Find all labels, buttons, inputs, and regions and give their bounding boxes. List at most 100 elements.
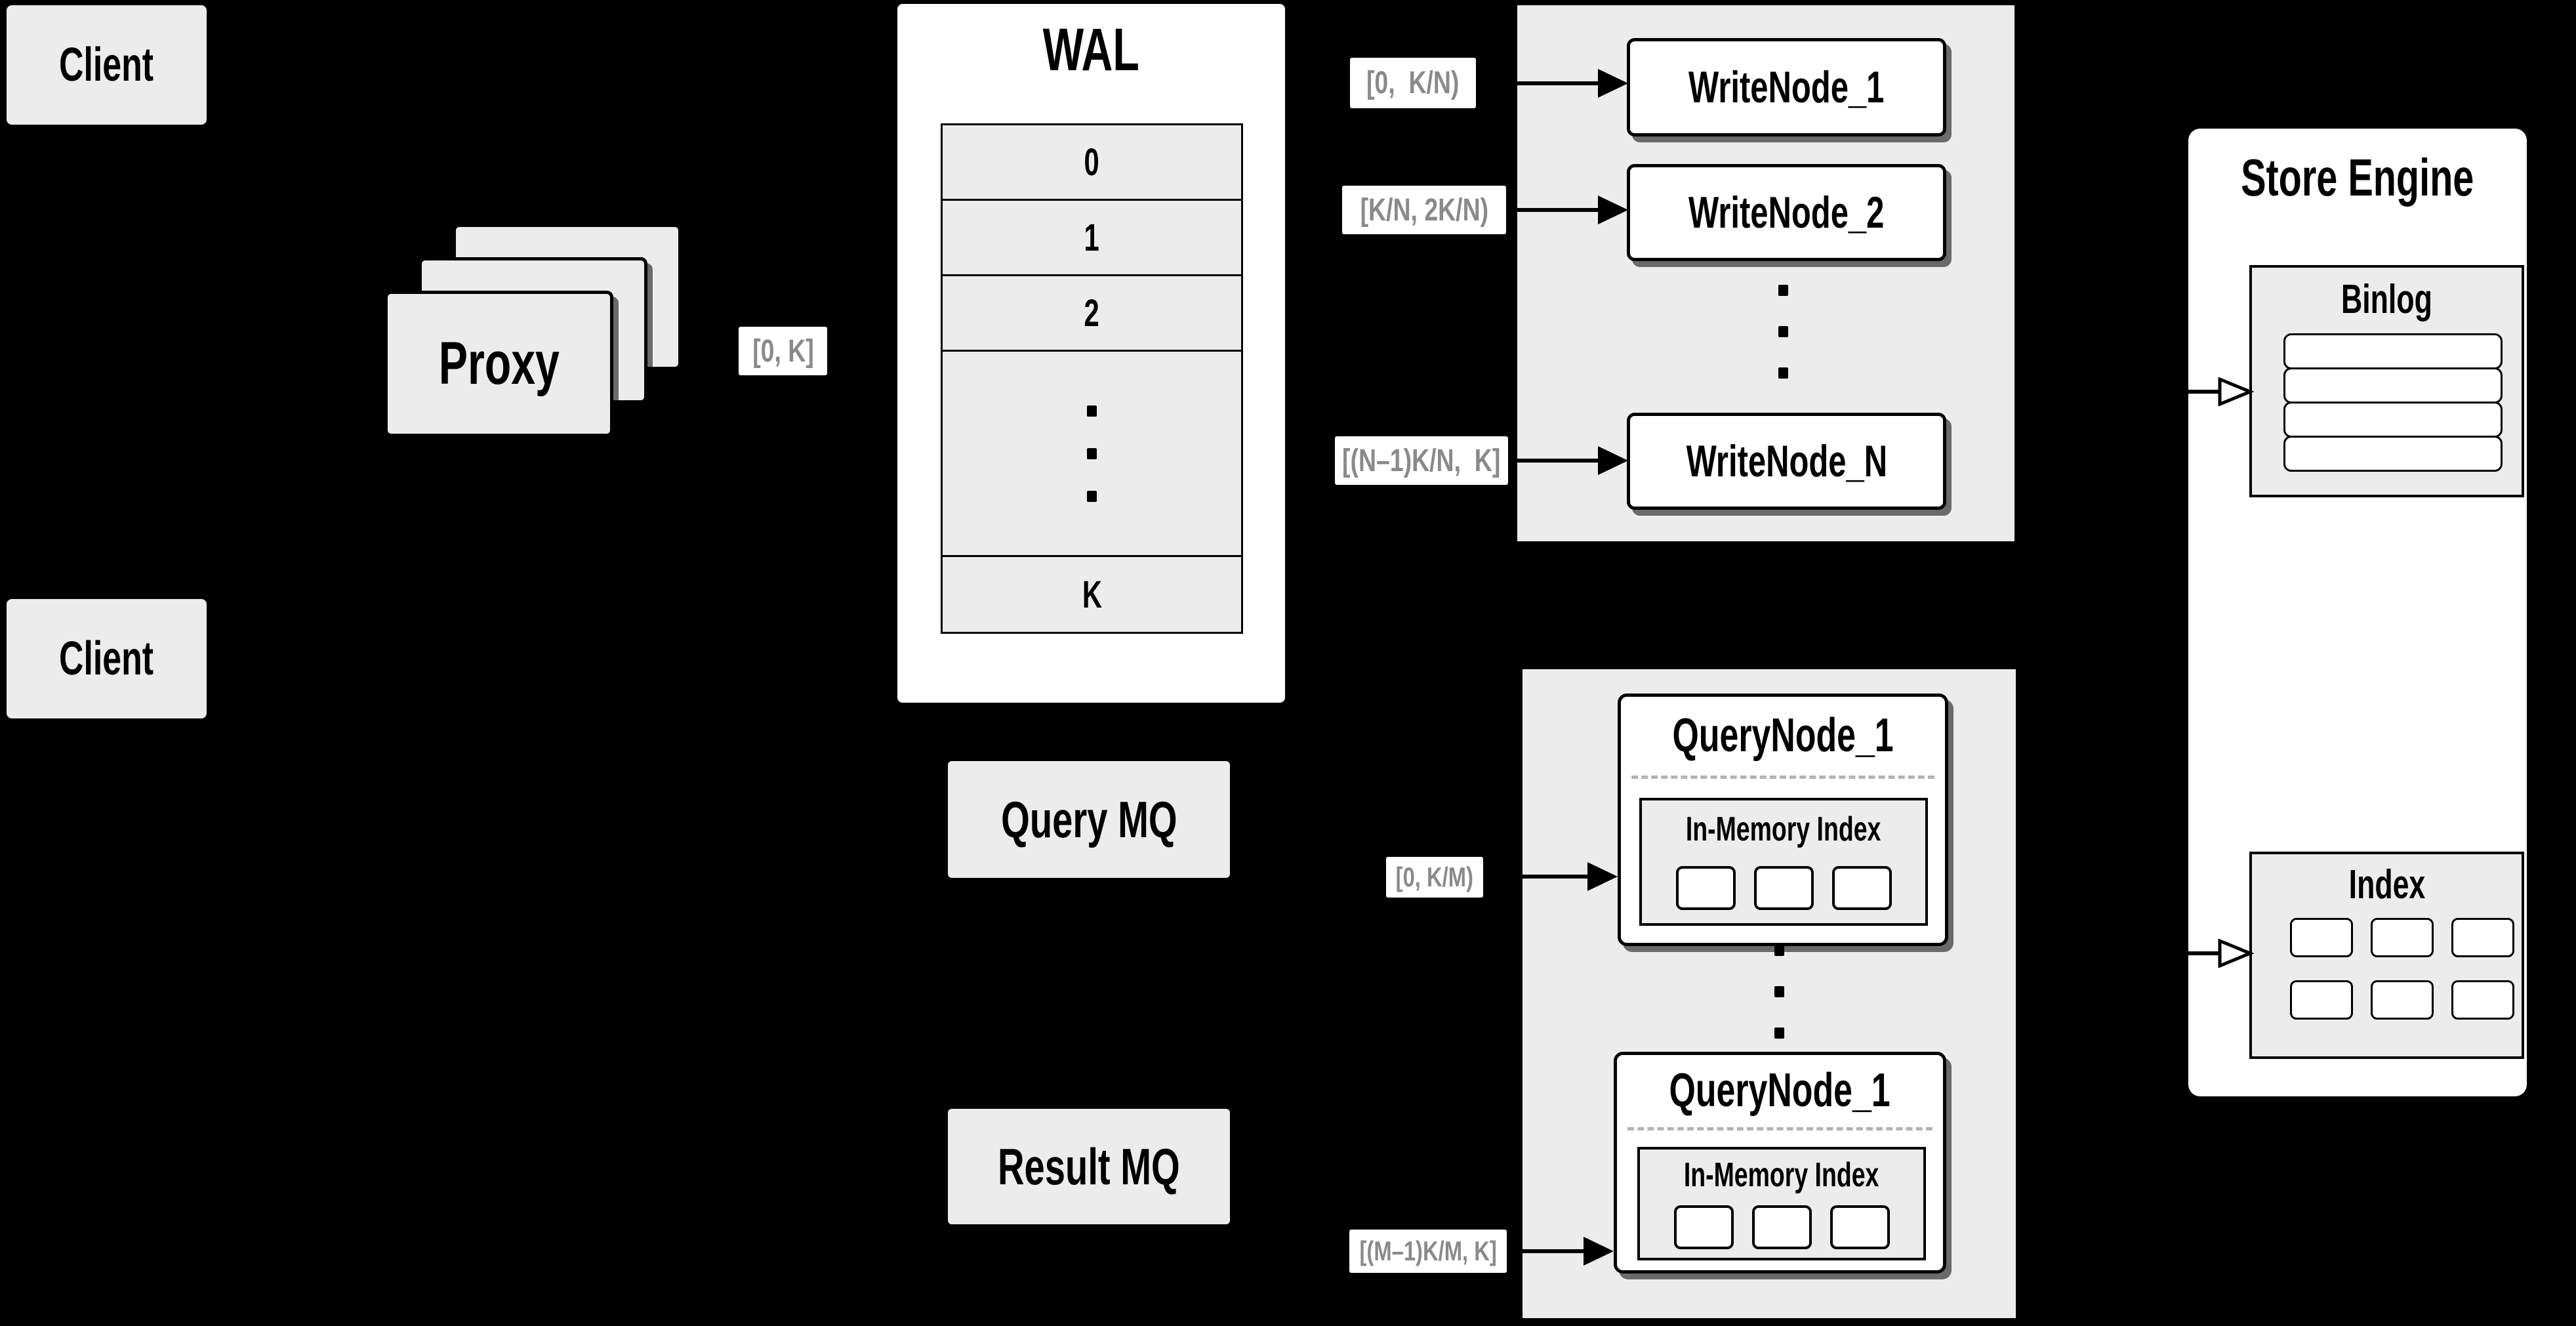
ellipsis-dot xyxy=(1087,447,1097,459)
write-range-text-3: [(N–1)K/N, K] xyxy=(1342,443,1501,478)
query-range-text-2: [(M–1)K/M, K] xyxy=(1359,1235,1497,1266)
client-bottom-label: Client xyxy=(59,632,154,685)
arrowhead-querynode-top-icon xyxy=(1587,862,1618,891)
arrow-to-writenode-2 xyxy=(1506,208,1598,212)
proxy-range-text: [0, K] xyxy=(752,333,814,369)
arrow-to-writenode-n xyxy=(1509,459,1598,463)
write-range-text-1: [0, K/N) xyxy=(1366,66,1460,100)
store-engine-title: Store Engine xyxy=(2241,148,2474,207)
write-node-1-box: WriteNode_1 xyxy=(1627,38,1946,136)
in-memory-title-zone: In-Memory Index xyxy=(1640,1150,1923,1201)
index-cell xyxy=(2371,980,2434,1020)
index-cell xyxy=(2451,918,2514,957)
index-cell xyxy=(2290,918,2353,957)
in-memory-index-bottom-box: In-Memory Index xyxy=(1637,1147,1926,1260)
arrow-to-writenode-1 xyxy=(1476,81,1598,85)
proxy-range-label: [0, K] xyxy=(739,327,827,375)
in-memory-title-zone: In-Memory Index xyxy=(1642,800,1925,858)
query-node-top-title-zone: QueryNode_1 xyxy=(1621,697,1945,774)
wal-title-zone: WAL xyxy=(897,4,1285,96)
write-range-text-2: [K/N, 2K/N) xyxy=(1360,192,1488,228)
binlog-rows xyxy=(2283,333,2503,472)
segment-square xyxy=(1675,865,1736,910)
ellipsis-dot xyxy=(1087,490,1097,502)
segment-square xyxy=(1831,865,1892,910)
query-node-top-box: QueryNode_1 In-Memory Index xyxy=(1618,694,1948,946)
ellipsis-dot xyxy=(1774,945,1784,956)
index-title: Index xyxy=(2348,861,2425,907)
wal-box: WAL 0 1 2 K xyxy=(897,4,1285,703)
store-engine-title-zone: Store Engine xyxy=(2188,129,2527,227)
dashed-divider xyxy=(1631,776,1934,779)
index-cell-row xyxy=(2290,918,2514,957)
hollow-arrow-index-icon xyxy=(2188,939,2254,968)
write-node-n-label: WriteNode_N xyxy=(1686,436,1887,486)
wal-segment-0: 0 xyxy=(1084,140,1100,184)
write-node-1-label: WriteNode_1 xyxy=(1688,62,1885,112)
segment-square xyxy=(1830,1205,1890,1249)
client-bottom-box: Client xyxy=(7,599,207,718)
wal-segment-row: 0 xyxy=(943,125,1241,199)
arrow-to-querynode-top xyxy=(1484,875,1587,879)
arrowhead-writenode-2-icon xyxy=(1598,196,1628,224)
wal-segment-row: 2 xyxy=(943,274,1241,350)
in-memory-index-bottom-title: In-Memory Index xyxy=(1684,1156,1879,1194)
wal-segment-row: 1 xyxy=(943,199,1241,274)
in-memory-index-top-box: In-Memory Index xyxy=(1639,798,1928,926)
arrow-to-querynode-bottom xyxy=(1507,1249,1584,1253)
wal-segment-1: 1 xyxy=(1084,216,1100,259)
write-range-label-2: [K/N, 2K/N) xyxy=(1342,186,1506,234)
segment-square-row xyxy=(1642,858,1925,917)
segment-square xyxy=(1673,1205,1734,1249)
index-cell xyxy=(2371,918,2434,957)
ellipsis-dot xyxy=(1087,405,1097,417)
binlog-row xyxy=(2283,333,2503,369)
query-range-label-2: [(M–1)K/M, K] xyxy=(1349,1230,1507,1273)
binlog-title: Binlog xyxy=(2341,276,2432,322)
write-range-label-1: [0, K/N) xyxy=(1350,58,1476,108)
binlog-row xyxy=(2283,402,2503,438)
wal-segment-k: K xyxy=(1082,573,1102,616)
client-top-label: Client xyxy=(59,39,154,91)
write-node-2-label: WriteNode_2 xyxy=(1688,188,1885,238)
ellipsis-dot xyxy=(1778,326,1788,337)
wal-segment-2: 2 xyxy=(1084,291,1100,335)
ellipsis-dot xyxy=(1774,986,1784,997)
index-cell xyxy=(2451,980,2514,1020)
index-cell-row xyxy=(2290,980,2514,1020)
query-node-bottom-title-zone: QueryNode_1 xyxy=(1617,1055,1943,1126)
result-mq-box: Result MQ xyxy=(948,1109,1230,1224)
query-mq-label: Query MQ xyxy=(1000,790,1177,848)
wal-segment-table: 0 1 2 K xyxy=(941,123,1243,634)
arrowhead-writenode-n-icon xyxy=(1598,446,1628,475)
proxy-label: Proxy xyxy=(438,330,560,397)
in-memory-index-top-title: In-Memory Index xyxy=(1686,810,1881,848)
index-title-zone: Index xyxy=(2252,854,2522,915)
segment-square xyxy=(1753,865,1814,910)
hollow-arrow-binlog-icon xyxy=(2188,377,2254,406)
index-box: Index xyxy=(2249,852,2524,1059)
proxy-card-front: Proxy xyxy=(384,291,613,437)
index-cell xyxy=(2290,980,2353,1020)
ellipsis-dot xyxy=(1778,285,1788,296)
ellipsis-dot xyxy=(1774,1027,1784,1039)
wal-title: WAL xyxy=(1042,16,1140,83)
client-top-box: Client xyxy=(7,5,207,125)
binlog-box: Binlog xyxy=(2249,265,2524,497)
query-range-text-1: [0, K/M) xyxy=(1395,861,1474,892)
segment-square xyxy=(1751,1205,1812,1249)
arrowhead-querynode-bottom-icon xyxy=(1584,1237,1614,1266)
write-range-label-3: [(N–1)K/N, K] xyxy=(1335,436,1508,485)
binlog-row xyxy=(2283,367,2503,404)
store-engine-box: Store Engine Binlog Index xyxy=(2188,129,2527,1096)
query-node-top-title: QueryNode_1 xyxy=(1672,709,1894,762)
query-node-bottom-title: QueryNode_1 xyxy=(1669,1064,1891,1117)
binlog-title-zone: Binlog xyxy=(2252,268,2522,331)
result-mq-label: Result MQ xyxy=(998,1137,1180,1195)
query-mq-box: Query MQ xyxy=(948,761,1230,878)
wal-ellipsis-row xyxy=(943,350,1241,555)
binlog-row xyxy=(2283,436,2503,472)
write-node-2-box: WriteNode_2 xyxy=(1627,164,1946,261)
arrowhead-writenode-1-icon xyxy=(1598,69,1628,98)
